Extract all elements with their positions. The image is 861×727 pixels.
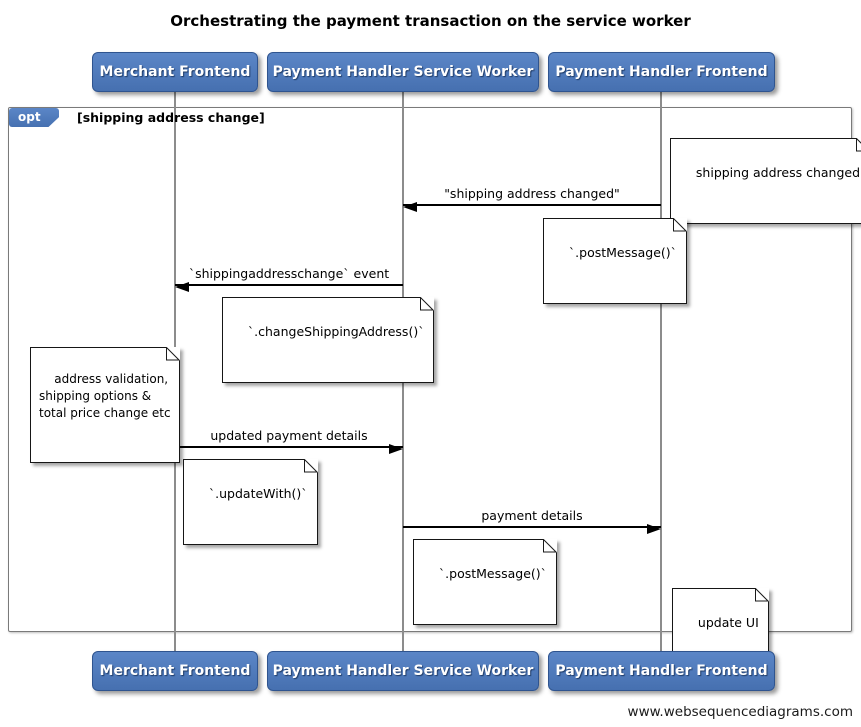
actor-merchant-frontend-bottom: Merchant Frontend	[92, 651, 258, 691]
note-text: `.postMessage()`	[568, 245, 677, 260]
actor-label: Merchant Frontend	[99, 64, 251, 80]
note-update-with: `.updateWith()`	[183, 459, 318, 545]
lifeline-payment-handler-frontend	[660, 92, 662, 651]
opt-frame	[8, 107, 852, 632]
note-fold-icon	[754, 588, 769, 602]
note-fold-icon	[856, 138, 861, 152]
note-fold-icon	[165, 347, 180, 361]
arrowhead-left-icon	[175, 282, 189, 292]
actor-merchant-frontend-top: Merchant Frontend	[92, 52, 258, 92]
actor-payment-handler-service-worker-bottom: Payment Handler Service Worker	[267, 651, 539, 691]
note-post-message-to-frontend: `.postMessage()`	[413, 539, 557, 625]
message-line	[403, 524, 661, 534]
arrowhead-left-icon	[403, 202, 417, 212]
opt-operator-tab: opt	[9, 108, 59, 127]
note-fold-icon	[420, 297, 435, 311]
note-fold-icon	[303, 459, 318, 473]
opt-guard-condition: [shipping address change]	[77, 110, 265, 125]
actor-label: Payment Handler Frontend	[555, 663, 768, 679]
note-text: address validation, shipping options & t…	[39, 372, 171, 420]
note-shipping-address-changed: shipping address changed	[670, 138, 861, 224]
message-label: "shipping address changed"	[444, 186, 620, 201]
actor-payment-handler-service-worker-top: Payment Handler Service Worker	[267, 52, 539, 92]
note-fold-icon	[542, 539, 557, 553]
note-text: `.updateWith()`	[208, 486, 308, 501]
note-post-message-to-service-worker: `.postMessage()`	[543, 218, 687, 304]
watermark: www.websequencediagrams.com	[627, 704, 853, 720]
note-change-shipping-address: `.changeShippingAddress()`	[222, 297, 435, 383]
note-text: `.changeShippingAddress()`	[247, 324, 425, 339]
actor-label: Payment Handler Service Worker	[272, 663, 534, 679]
message-line	[175, 444, 403, 454]
message-shipping-address-changed: "shipping address changed"	[403, 186, 661, 212]
message-line	[403, 202, 661, 212]
message-label: updated payment details	[210, 428, 368, 443]
note-fold-icon	[672, 218, 687, 232]
actor-label: Payment Handler Frontend	[555, 64, 768, 80]
actor-label: Merchant Frontend	[99, 663, 251, 679]
message-shippingaddresschange-event: `shippingaddresschange` event	[175, 266, 403, 292]
actor-payment-handler-frontend-bottom: Payment Handler Frontend	[548, 651, 775, 691]
note-text: shipping address changed	[695, 165, 861, 180]
note-address-validation: address validation, shipping options & t…	[30, 347, 180, 463]
message-label: `shippingaddresschange` event	[188, 266, 390, 281]
message-updated-payment-details: updated payment details	[175, 428, 403, 454]
message-line	[175, 282, 403, 292]
note-text: `.postMessage()`	[438, 566, 547, 581]
message-label: payment details	[481, 508, 583, 523]
actor-label: Payment Handler Service Worker	[272, 64, 534, 80]
message-payment-details: payment details	[403, 508, 661, 534]
arrowhead-right-icon	[389, 444, 403, 454]
actor-payment-handler-frontend-top: Payment Handler Frontend	[548, 52, 775, 92]
arrowhead-right-icon	[647, 524, 661, 534]
note-text: update UI	[697, 615, 759, 630]
diagram-title: Orchestrating the payment transaction on…	[170, 12, 691, 30]
